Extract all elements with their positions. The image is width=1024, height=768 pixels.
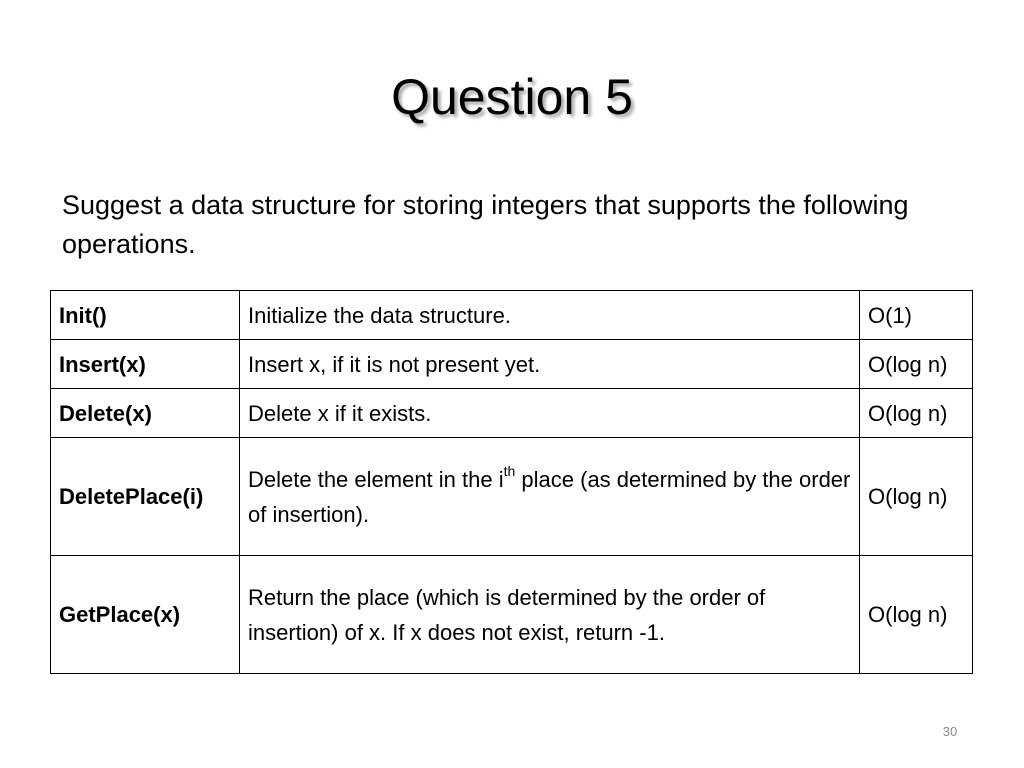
slide-number: 30: [942, 724, 958, 739]
operation-name: Init(): [50, 290, 240, 340]
operations-table: Init() Initialize the data structure. O(…: [50, 290, 973, 674]
description-text-before: Delete the element in the i: [248, 466, 504, 492]
operation-complexity: O(log n): [859, 555, 973, 674]
table-row-delete-place: DeletePlace(i) Delete the element in the…: [50, 437, 973, 556]
operation-name: DeletePlace(i): [50, 437, 240, 556]
slide-title: Question 5: [391, 69, 633, 125]
operation-complexity: O(log n): [859, 339, 973, 389]
ordinal-superscript: th: [503, 463, 516, 480]
operation-description: Delete x if it exists.: [239, 388, 860, 438]
operation-complexity: O(log n): [859, 388, 973, 438]
operation-description: Insert x, if it is not present yet.: [239, 339, 860, 389]
operation-complexity: O(1): [859, 290, 973, 340]
operation-description: Return the place (which is determined by…: [239, 555, 860, 674]
table-row-insert: Insert(x) Insert x, if it is not present…: [50, 339, 973, 389]
operation-description: Delete the element in the ith place (as …: [239, 437, 860, 556]
operation-name: Delete(x): [50, 388, 240, 438]
intro-text: Suggest a data structure for storing int…: [62, 190, 909, 259]
operation-name: Insert(x): [50, 339, 240, 389]
table-row-get-place: GetPlace(x) Return the place (which is d…: [50, 555, 973, 674]
table-row-delete: Delete(x) Delete x if it exists. O(log n…: [50, 388, 973, 438]
operation-complexity: O(log n): [859, 437, 973, 556]
operation-description: Initialize the data structure.: [239, 290, 860, 340]
description-text-after: place (as determined by the order of ins…: [248, 466, 851, 527]
table-row-init: Init() Initialize the data structure. O(…: [50, 290, 973, 340]
operation-name: GetPlace(x): [50, 555, 240, 674]
